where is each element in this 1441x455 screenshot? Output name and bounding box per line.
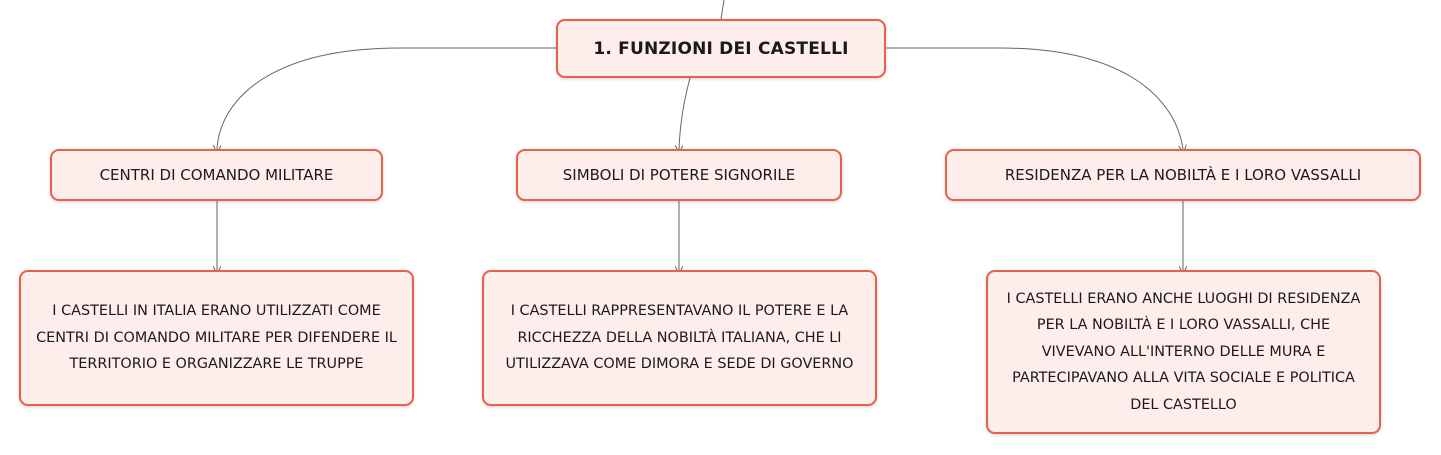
root-topic[interactable]: 1. FUNZIONI DEI CASTELLI [556, 19, 886, 78]
topic-label: CENTRI DI COMANDO MILITARE [99, 166, 334, 184]
subtopic-text: I CASTELLI ERANO ANCHE LUOGHI DI RESIDEN… [1006, 290, 1361, 413]
topic-residenza-per-la-nobilta[interactable]: RESIDENZA PER LA NOBILTÀ E I LORO VASSAL… [945, 149, 1421, 201]
subtopic-text: I CASTELLI RAPPRESENTAVANO IL POTERE E L… [505, 303, 854, 373]
subtopic-text: I CASTELLI IN ITALIA ERANO UTILIZZATI CO… [36, 303, 397, 373]
subtopic-residenza-detail[interactable]: I CASTELLI ERANO ANCHE LUOGHI DI RESIDEN… [986, 270, 1381, 434]
topic-label: SIMBOLI DI POTERE SIGNORILE [562, 166, 796, 184]
topic-label: RESIDENZA PER LA NOBILTÀ E I LORO VASSAL… [1004, 166, 1362, 184]
subtopic-comando-militare-detail[interactable]: I CASTELLI IN ITALIA ERANO UTILIZZATI CO… [19, 270, 414, 406]
topic-simboli-di-potere-signorile[interactable]: SIMBOLI DI POTERE SIGNORILE [516, 149, 842, 201]
connector-root-to-branch-3 [886, 47, 1183, 149]
connector-root-to-branch-2 [679, 77, 691, 149]
topic-centri-di-comando-militare[interactable]: CENTRI DI COMANDO MILITARE [50, 149, 383, 201]
connector-root-to-branch-1 [217, 47, 556, 149]
connector-from-parent [720, 0, 725, 20]
root-topic-label: 1. FUNZIONI DEI CASTELLI [593, 38, 849, 59]
subtopic-potere-signorile-detail[interactable]: I CASTELLI RAPPRESENTAVANO IL POTERE E L… [482, 270, 877, 406]
